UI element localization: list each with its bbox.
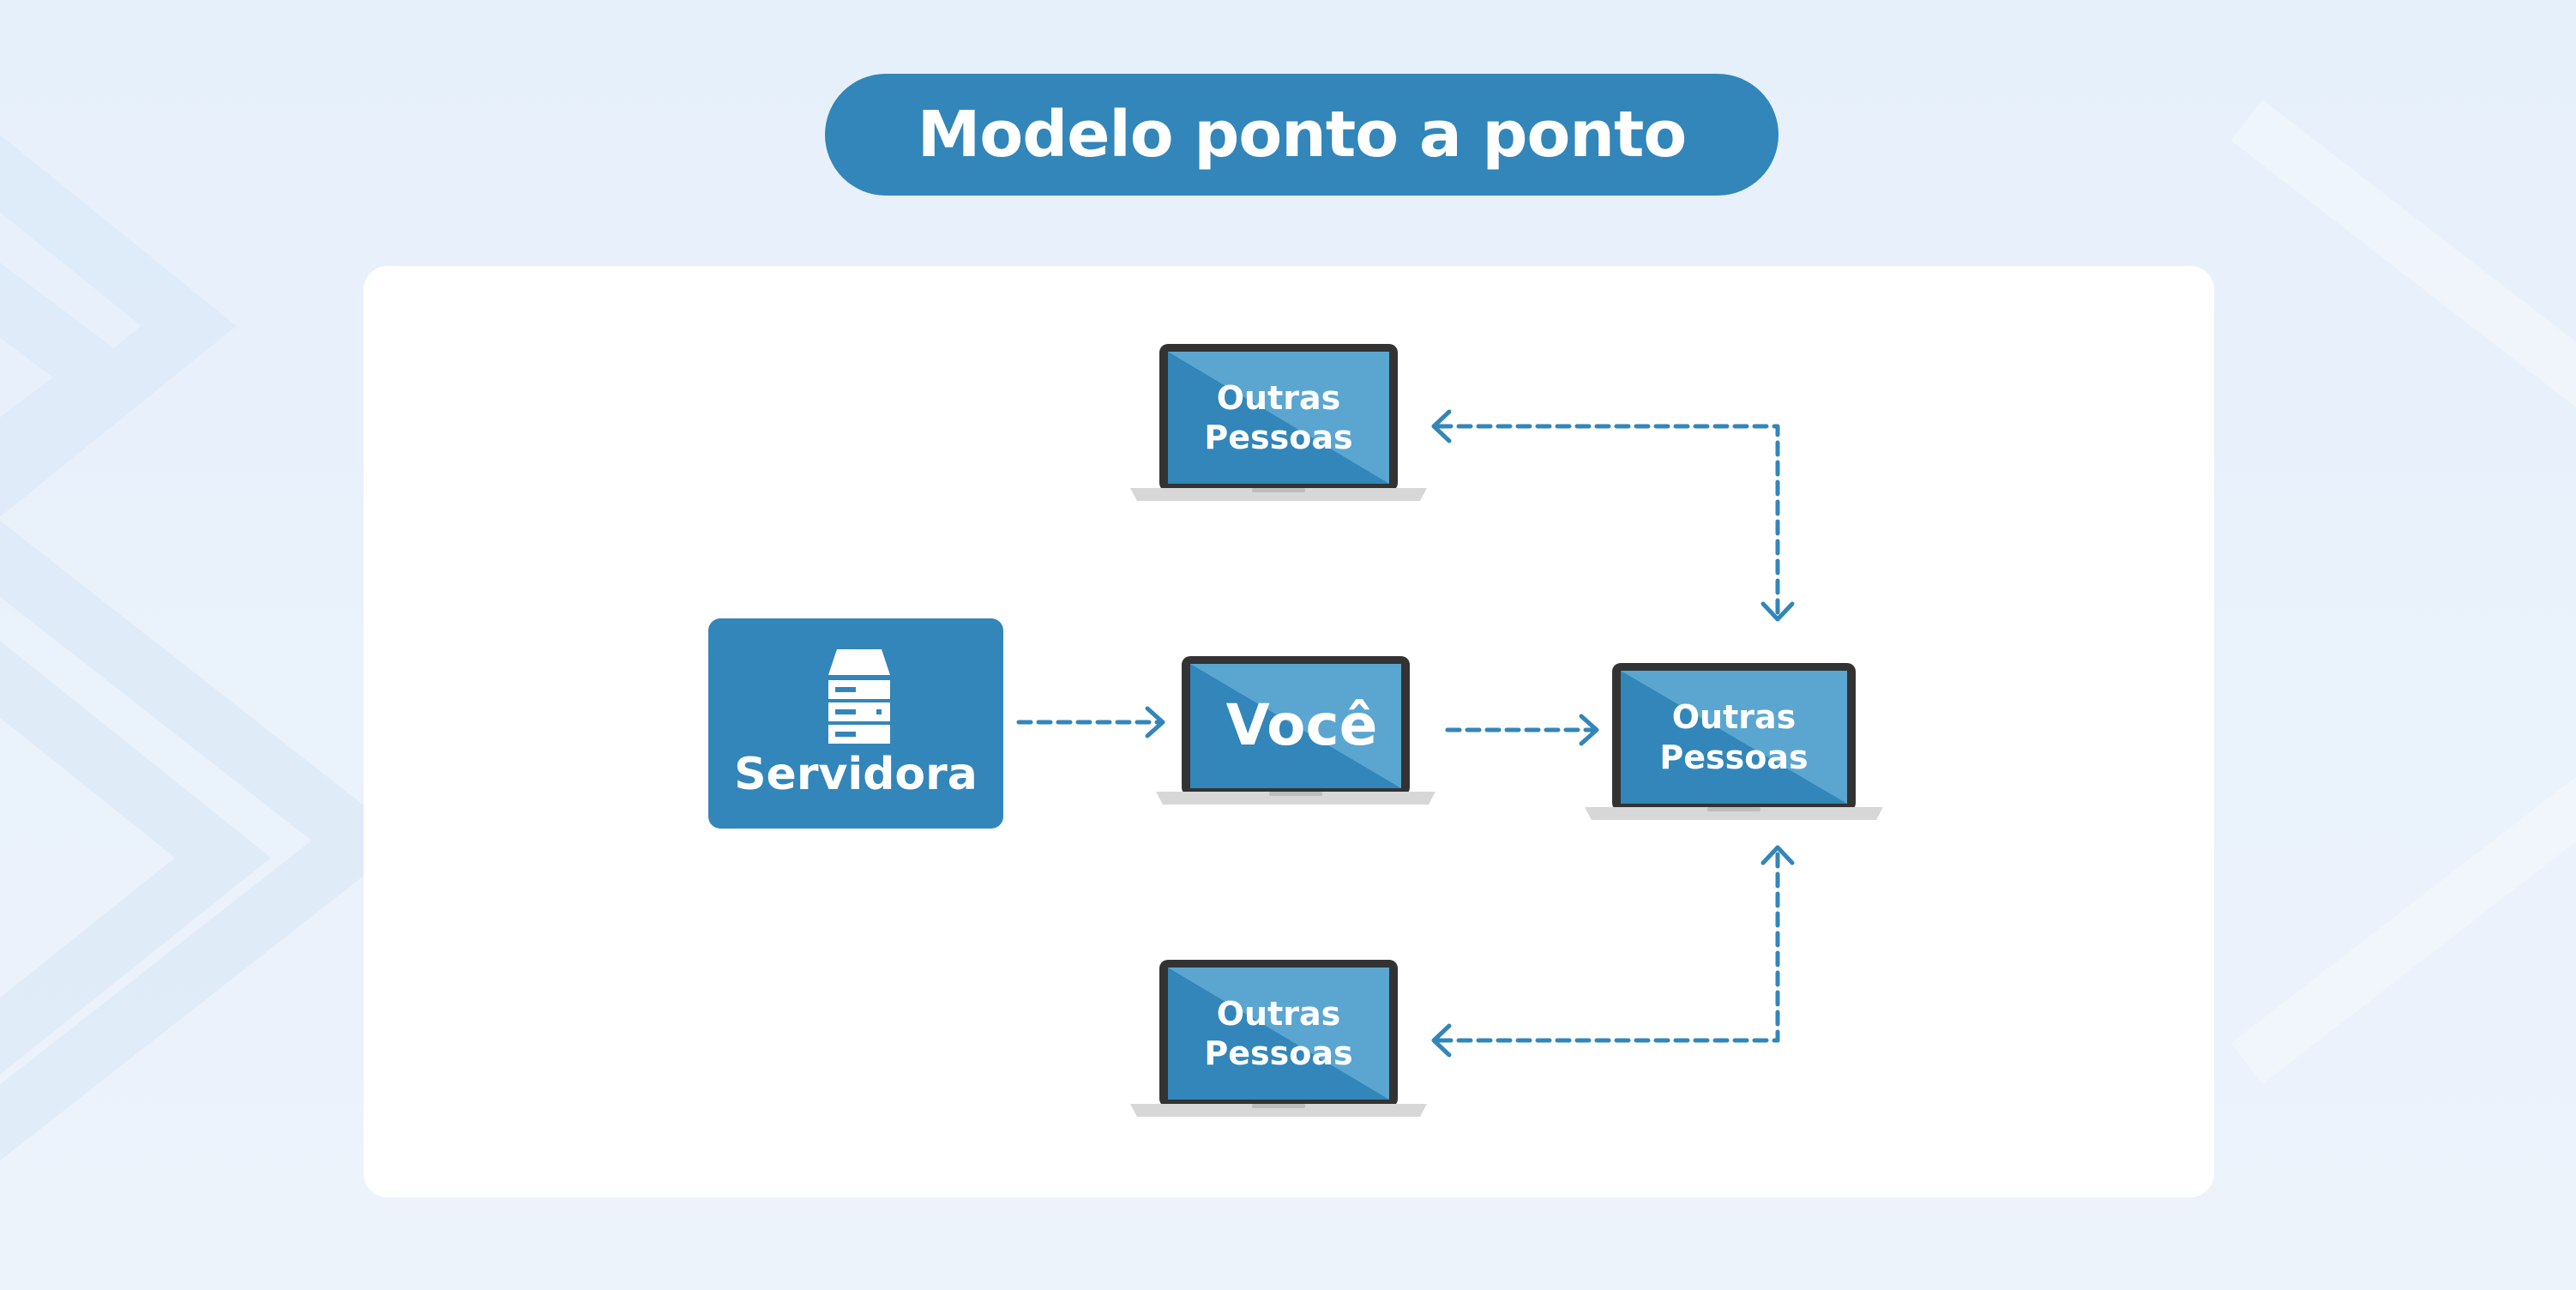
peer-bottom-line-1: Outras [1216, 994, 1341, 1033]
you-text: Você [1225, 692, 1378, 759]
peer-top-label: Outras Pessoas [1168, 352, 1389, 484]
arrow-you-to-peer-right [1445, 714, 1599, 746]
title-banner: Modelo ponto a ponto [825, 74, 1779, 196]
laptop-you [1156, 656, 1435, 805]
you-label: Você [1190, 664, 1401, 788]
laptop-peer-top [1130, 344, 1427, 501]
peer-right-line-1: Outras [1671, 698, 1797, 737]
peer-bottom-label: Outras Pessoas [1168, 968, 1389, 1100]
arrow-server-to-you [1016, 706, 1165, 738]
peer-right-line-2: Pessoas [1659, 738, 1809, 776]
arrow-peer-right-peer-top [1431, 409, 1795, 622]
server-node: Servidora [708, 618, 1003, 829]
diagram-title: Modelo ponto a ponto [917, 98, 1687, 172]
peer-bottom-line-2: Pessoas [1204, 1034, 1353, 1072]
server-icon [828, 649, 890, 744]
laptop-peer-bottom [1130, 960, 1427, 1117]
laptop-peer-right [1585, 663, 1883, 820]
peer-right-label: Outras Pessoas [1621, 671, 1847, 804]
peer-top-line-2: Pessoas [1204, 419, 1353, 456]
peer-top-line-1: Outras [1216, 378, 1341, 417]
arrow-peer-right-peer-bottom [1431, 845, 1795, 1058]
server-label: Servidora [734, 749, 978, 800]
